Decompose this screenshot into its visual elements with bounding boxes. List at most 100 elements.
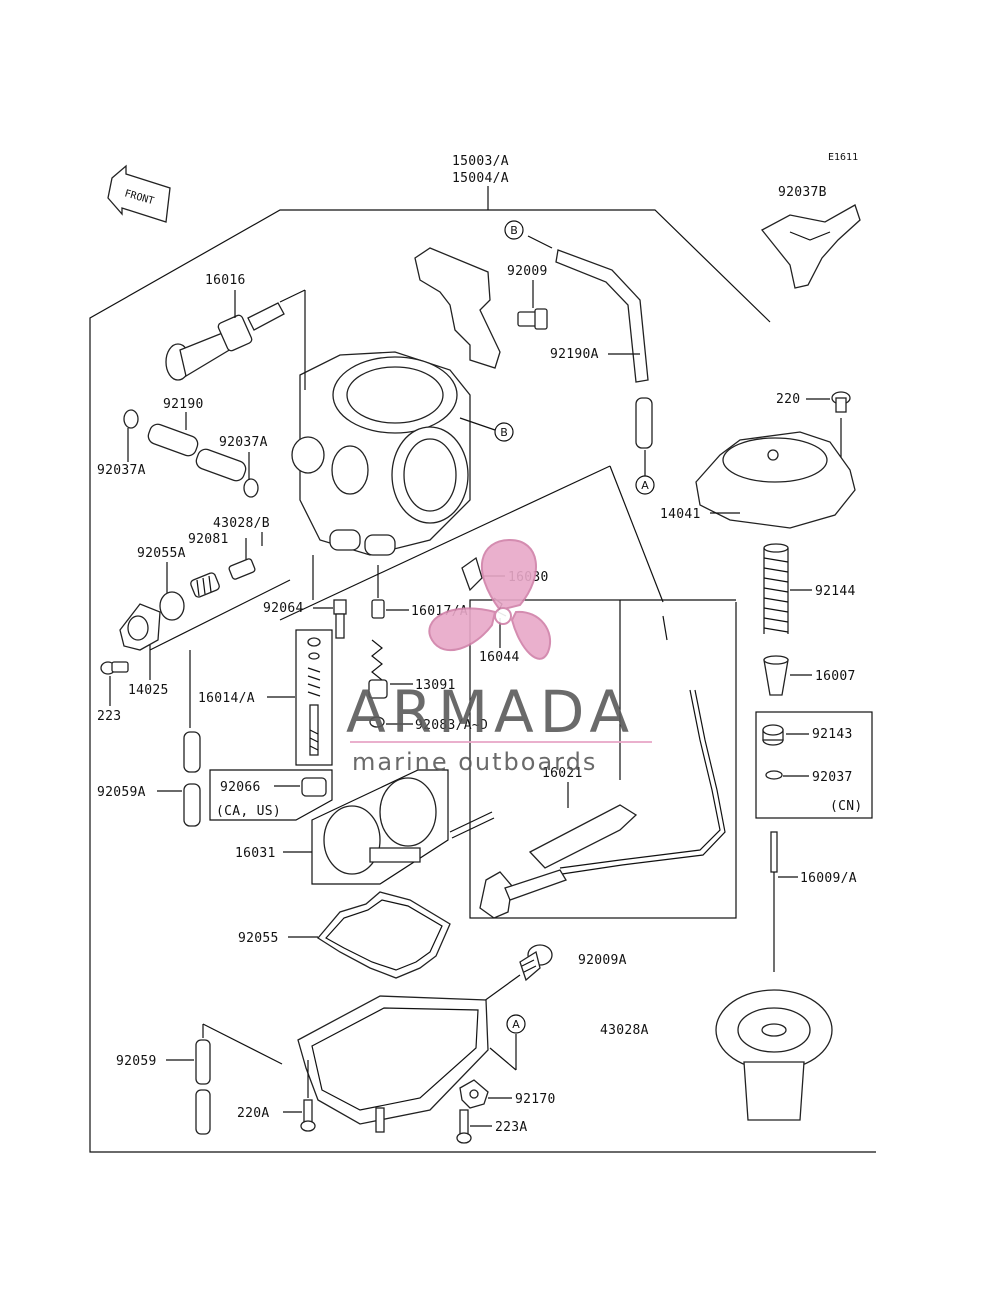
needle-16009a — [770, 831, 778, 972]
callout-b-carb-text: B — [500, 426, 508, 439]
clamp-92170 — [459, 1079, 489, 1109]
callout-b-carb — [494, 422, 514, 442]
top-cover-14041 — [695, 431, 856, 529]
clip-92037a-right — [243, 478, 259, 498]
part-label-92081: 92081 — [188, 532, 229, 547]
part-label-16021: 16021 — [542, 766, 583, 781]
part-label-16044: 16044 — [479, 650, 520, 665]
part-label-16031: 16031 — [235, 846, 276, 861]
callout-a-bowl-text: A — [512, 1018, 520, 1031]
cable-16021 — [559, 615, 726, 875]
part-label-92009: 92009 — [507, 264, 548, 279]
part-label-92037a-left: 92037A — [97, 463, 146, 478]
logo-blade-left — [428, 607, 497, 651]
part-label-92059a: 92059A — [97, 785, 146, 800]
screw-43028b — [228, 558, 256, 580]
screw-220a — [300, 1099, 316, 1132]
plug-92066 — [301, 777, 327, 797]
part-label-16014a: 16014/A — [198, 691, 255, 706]
callout-a-bowl — [506, 1014, 526, 1034]
assembly-label-15004: 15004/A — [452, 171, 509, 186]
spring-92144 — [763, 543, 789, 634]
part-label-92170: 92170 — [515, 1092, 556, 1107]
jet-16017a — [371, 599, 385, 619]
float-valve-16030 — [461, 556, 483, 592]
starter-plunger-16016 — [165, 302, 285, 381]
gasket-92055 — [317, 891, 451, 979]
part-label-43028a: 43028A — [600, 1023, 649, 1038]
carburetor-body — [291, 351, 471, 556]
part-label-14025: 14025 — [128, 683, 169, 698]
watermark-tagline: marine outboards — [352, 748, 597, 776]
part-label-13091: 13091 — [415, 678, 456, 693]
inset-16031 — [311, 769, 449, 885]
float-bowl — [297, 995, 489, 1133]
callout-b-top-text: B — [510, 224, 518, 237]
part-label-223a: 223A — [495, 1120, 528, 1135]
cover-14025 — [119, 603, 161, 651]
figure-code: E1611 — [828, 152, 858, 163]
spring-13091 — [368, 639, 388, 699]
spring-92081 — [190, 572, 220, 598]
float-16031 — [323, 777, 495, 875]
part-label-220: 220 — [776, 392, 800, 407]
clip-92037b — [761, 204, 861, 289]
screw-92009 — [517, 308, 548, 330]
retainer-16007 — [763, 655, 789, 696]
part-label-92037b: 92037B — [778, 185, 827, 200]
part-label-92037: 92037 — [812, 770, 853, 785]
logo-hub — [494, 607, 512, 625]
clip-92037a-left — [123, 409, 139, 429]
armada-watermark: ARMADA marine outboards — [346, 538, 652, 776]
part-label-92144: 92144 — [815, 584, 856, 599]
part-label-92037a-right: 92037A — [219, 435, 268, 450]
hose-92190a — [555, 249, 653, 449]
pilot-screw-16014a — [307, 637, 321, 756]
ca-us-region-label: (CA, US) — [216, 804, 281, 819]
callout-a-hose-text: A — [641, 479, 649, 492]
inset-ca-us — [209, 769, 333, 821]
part-label-220a: 220A — [237, 1106, 270, 1121]
throttle-lever-16021 — [479, 804, 638, 919]
part-label-92143: 92143 — [812, 727, 853, 742]
assembly-label-15003: 15003/A — [452, 154, 509, 169]
inset-16021 — [469, 599, 737, 919]
cable-bracket — [414, 247, 501, 369]
drain-screw-92009a — [519, 944, 553, 982]
cn-region-label: (CN) — [830, 799, 863, 814]
screw-223 — [100, 661, 129, 675]
front-arrow-icon: FRONT — [107, 164, 171, 223]
armada-propeller-logo — [428, 538, 551, 660]
watermark-brand: ARMADA — [346, 678, 635, 746]
tube-92190 — [147, 423, 247, 482]
part-label-16009a: 16009/A — [800, 871, 857, 886]
diaphragm-43028a — [715, 989, 833, 1121]
part-label-92055: 92055 — [238, 931, 279, 946]
part-label-14041: 14041 — [660, 507, 701, 522]
part-label-92190a: 92190A — [550, 347, 599, 362]
part-label-223: 223 — [97, 709, 121, 724]
part-label-92059: 92059 — [116, 1054, 157, 1069]
part-label-43028b: 43028/B — [213, 516, 270, 531]
hose-92059 — [195, 1039, 211, 1135]
ring-92037 — [765, 770, 783, 780]
screw-223a — [456, 1109, 472, 1144]
part-label-92066: 92066 — [220, 780, 261, 795]
part-label-16007: 16007 — [815, 669, 856, 684]
inset-16014a — [295, 629, 333, 766]
screw-92064 — [333, 599, 347, 639]
cn-inset-box — [755, 711, 873, 819]
logo-blade-right — [510, 610, 551, 660]
washer-92083 — [369, 716, 385, 728]
assembly-frame — [89, 209, 876, 1153]
washer-92143 — [762, 724, 784, 746]
callout-b-top — [504, 220, 524, 240]
hose-92059a — [183, 731, 201, 827]
part-label-92055a: 92055A — [137, 546, 186, 561]
part-label-16016: 16016 — [205, 273, 246, 288]
screw-220 — [831, 391, 851, 413]
part-label-92009a: 92009A — [578, 953, 627, 968]
logo-blade-top — [481, 538, 537, 612]
part-label-92190: 92190 — [163, 397, 204, 412]
o-ring-92055a — [159, 591, 185, 621]
